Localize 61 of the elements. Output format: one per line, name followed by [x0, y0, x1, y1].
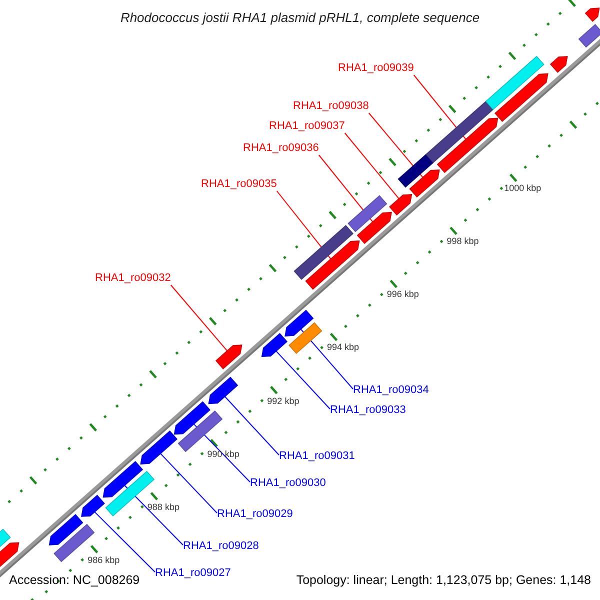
gene-bar	[398, 154, 434, 188]
gene-label: RHA1_ro09028	[183, 540, 259, 553]
gene-label: RHA1_ro09032	[95, 272, 171, 285]
leader-line	[170, 284, 228, 352]
map-title: Rhodococcus jostii RHA1 plasmid pRHL1, complete sequence	[119, 11, 481, 24]
gene-label: RHA1_ro09027	[155, 567, 231, 580]
gene-bar	[425, 100, 494, 164]
gene-block	[305, 240, 360, 290]
gene-bar	[294, 225, 354, 280]
gene-block	[102, 460, 144, 498]
gene-block	[494, 73, 548, 122]
gene-block	[48, 514, 84, 546]
leader-line	[300, 328, 354, 390]
leader-line	[224, 396, 280, 456]
footer-text: Topology: linear; Length: 1,123,075 bp; Genes: 1,148	[296, 574, 591, 587]
gene-label: RHA1_ro09035	[201, 178, 277, 191]
gene-label: RHA1_ro09030	[250, 477, 326, 490]
gene-block	[436, 118, 498, 173]
gene-block	[81, 494, 105, 517]
gene-label: RHA1_ro09029	[217, 508, 293, 521]
gene-block	[284, 310, 314, 336]
scale-label: 986 kbp	[88, 554, 120, 567]
leader-line	[344, 132, 400, 199]
gene-block	[174, 401, 210, 435]
gene-label: RHA1_ro09031	[279, 450, 355, 463]
gene-label: RHA1_ro09036	[243, 142, 319, 155]
gene-bar	[288, 322, 322, 354]
leader-line	[193, 424, 250, 482]
scale-label: 998 kbp	[446, 235, 479, 248]
gene-block	[208, 376, 238, 404]
gene-label: RHA1_ro09034	[353, 384, 429, 397]
gene-block	[215, 344, 242, 370]
gene-label: RHA1_ro09033	[330, 404, 406, 417]
scale-label: 994 kbp	[327, 341, 360, 354]
gene-bar	[578, 24, 600, 48]
gene-block	[356, 212, 392, 244]
scale-label: 990 kbp	[207, 448, 240, 461]
leader-line	[368, 112, 424, 178]
leader-line	[276, 350, 330, 410]
gene-label: RHA1_ro09039	[338, 62, 414, 75]
leader-line	[160, 453, 218, 514]
leader-line	[124, 485, 184, 546]
gene-block	[409, 169, 440, 198]
scale-label: 996 kbp	[386, 288, 419, 302]
leader-line	[276, 190, 332, 260]
gene-label: RHA1_ro09037	[269, 120, 345, 133]
scale-label: 1000 kbp	[504, 182, 542, 196]
gene-block	[550, 56, 568, 73]
gene-bar	[485, 56, 544, 110]
gene-label: RHA1_ro09038	[293, 100, 369, 113]
gene-block	[261, 332, 288, 358]
footer-text: Accession: NC_008269	[9, 574, 140, 587]
gene-bar	[178, 410, 223, 452]
gene-bar	[348, 195, 388, 232]
leader-line	[318, 154, 374, 222]
leader-line	[413, 74, 466, 140]
gene-block	[140, 430, 178, 464]
scale-label: 992 kbp	[267, 394, 300, 408]
leader-line	[94, 512, 156, 572]
scale-label: 988 kbp	[147, 500, 180, 514]
gene-block	[389, 194, 412, 216]
